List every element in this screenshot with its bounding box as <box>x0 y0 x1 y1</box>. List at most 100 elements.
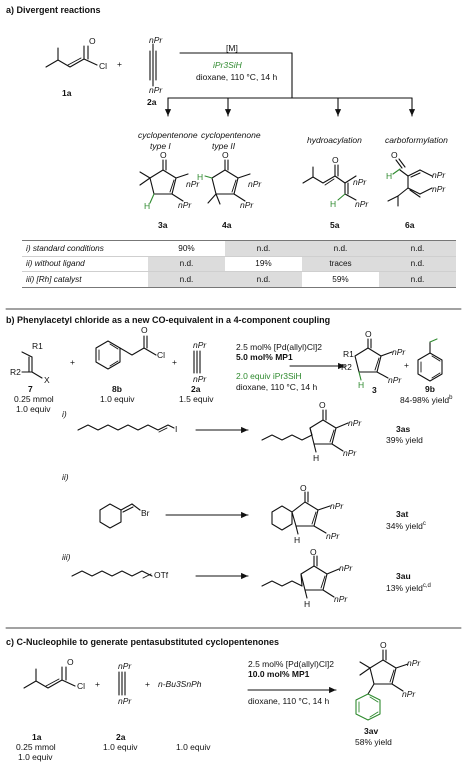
silane-b: 2.0 equiv iPr3SiH <box>236 371 302 381</box>
section-a-title: a) Divergent reactions <box>6 5 101 15</box>
label-5a: 5a <box>330 220 340 230</box>
product-3as <box>261 409 349 453</box>
conditions-c: dioxane, 110 °C, 14 h <box>248 696 330 706</box>
structure-3a <box>139 159 189 204</box>
product-5a-heading: hydroacylation <box>307 135 362 145</box>
reaction-arrow-a <box>164 52 416 117</box>
label-6a: 6a <box>405 220 415 230</box>
cell-6a: n.d. <box>379 255 456 272</box>
label-8b: 8b <box>112 384 122 394</box>
cell-3a: n.d. <box>148 271 225 288</box>
cell-3a: n.d. <box>148 255 225 272</box>
table-row: iii) [Rh] catalyst n.d. n.d. 59% n.d. <box>22 271 456 288</box>
structure-5a <box>302 164 357 201</box>
yield-3av: 58% yield <box>355 737 392 747</box>
example-iii-leaving: OTf <box>154 570 169 580</box>
structure-2a <box>149 43 157 87</box>
nPr-bottom: nPr <box>149 85 163 95</box>
label-3as: 3as <box>396 424 411 434</box>
substrate-iii <box>71 570 153 579</box>
equiv-1a-c: 1.0 equiv <box>18 752 53 762</box>
row-condition: i) standard conditions <box>22 240 148 256</box>
cell-5a: traces <box>302 255 379 272</box>
yield-3au: 13% yield <box>386 582 423 593</box>
product-3a-heading1: cyclopentenone <box>138 130 198 140</box>
cell-5a: n.d. <box>302 240 379 256</box>
yield-3at: 34% yield <box>386 520 423 531</box>
product-4a-heading1: cyclopentenone <box>201 130 261 140</box>
structure-9b <box>417 338 443 382</box>
product-4a-heading2: type II <box>212 141 236 151</box>
cell-5a: 59% <box>302 271 379 288</box>
example-iii-num: iii) <box>62 552 71 562</box>
structure-3 <box>354 338 393 381</box>
structure-1a-c <box>23 666 76 689</box>
label-2a: 2a <box>147 97 157 107</box>
label-1a-c: 1a <box>32 732 42 742</box>
structure-2a-c <box>118 671 126 696</box>
amount-1a-c: 0.25 mmol <box>16 742 56 752</box>
yield-9b: 84-98% yield <box>400 394 450 405</box>
product-3av <box>355 649 409 721</box>
substrate-i <box>77 424 175 433</box>
product-6a-heading: carboformylation <box>385 135 448 145</box>
cat2-c: 10.0 mol% MP1 <box>248 669 310 679</box>
label-3a: 3a <box>158 220 168 230</box>
section-b-title: b) Phenylacetyl chloride as a new CO-equ… <box>6 315 331 325</box>
conditions-b: dioxane, 110 °C, 14 h <box>236 382 318 392</box>
equiv-2a-b: 1.5 equiv <box>179 394 214 404</box>
example-i-num: i) <box>62 409 67 419</box>
example-ii-leaving: Br <box>141 508 150 518</box>
structure-8b <box>95 335 157 370</box>
conditions-label: dioxane, 110 °C, 14 h <box>196 72 278 82</box>
stannane: n-Bu3SnPh <box>158 679 202 689</box>
substituent-R2: R2 <box>10 367 21 377</box>
product-3a-heading2: type I <box>150 141 171 151</box>
label-9b: 9b <box>425 384 435 394</box>
row-condition: iii) [Rh] catalyst <box>22 271 148 288</box>
label-3at: 3at <box>396 509 409 519</box>
structure-6a <box>387 158 433 207</box>
label-3: 3 <box>372 385 377 395</box>
section-c-title: c) C-Nucleophile to generate pentasubsti… <box>6 637 280 647</box>
cat1-b: 2.5 mol% [Pd(allyl)Cl]2 <box>236 342 322 352</box>
table-row: i) standard conditions 90% n.d. n.d. n.d… <box>22 240 456 256</box>
equiv-7: 1.0 equiv <box>16 404 51 414</box>
cat2-b: 5.0 mol% MP1 <box>236 352 293 362</box>
label-7: 7 <box>28 384 33 394</box>
label-3av: 3av <box>364 726 379 736</box>
label-2a-c: 2a <box>116 732 126 742</box>
label-3au: 3au <box>396 571 411 581</box>
nPr-top: nPr <box>149 35 163 45</box>
structure-7 <box>21 351 43 379</box>
atom-O-1a: O <box>89 36 96 46</box>
catalyst-label: [M] <box>226 43 238 53</box>
cat1-c: 2.5 mol% [Pd(allyl)Cl]2 <box>248 659 334 669</box>
cell-3a: 90% <box>148 240 225 256</box>
cell-6a: n.d. <box>379 271 456 288</box>
product-3au <box>261 555 340 599</box>
silane-label: iPr3SiH <box>213 60 242 70</box>
equiv-8b: 1.0 equiv <box>100 394 135 404</box>
substituent-R1: R1 <box>32 341 43 351</box>
cell-4a: 19% <box>225 255 302 272</box>
atom-Cl-1a: Cl <box>99 61 108 71</box>
example-ii-num: ii) <box>62 472 69 482</box>
cell-4a: n.d. <box>225 271 302 288</box>
label-1a: 1a <box>62 88 72 98</box>
conditions-table: i) standard conditions 90% n.d. n.d. n.d… <box>22 240 456 288</box>
product-3at <box>271 491 331 535</box>
structure-1a <box>45 45 98 68</box>
amount-7: 0.25 mmol <box>14 394 54 404</box>
plus-sign: + <box>117 59 122 69</box>
table-row: ii) without ligand n.d. 19% traces n.d. <box>22 255 456 272</box>
structure-4a <box>204 159 251 205</box>
yield-3as: 39% yield <box>386 435 423 445</box>
cell-6a: n.d. <box>379 240 456 256</box>
row-condition: ii) without ligand <box>22 255 148 272</box>
example-i-leaving: I <box>175 424 178 434</box>
label-4a: 4a <box>222 220 232 230</box>
equiv-stannane: 1.0 equiv <box>176 742 211 752</box>
cell-4a: n.d. <box>225 240 302 256</box>
